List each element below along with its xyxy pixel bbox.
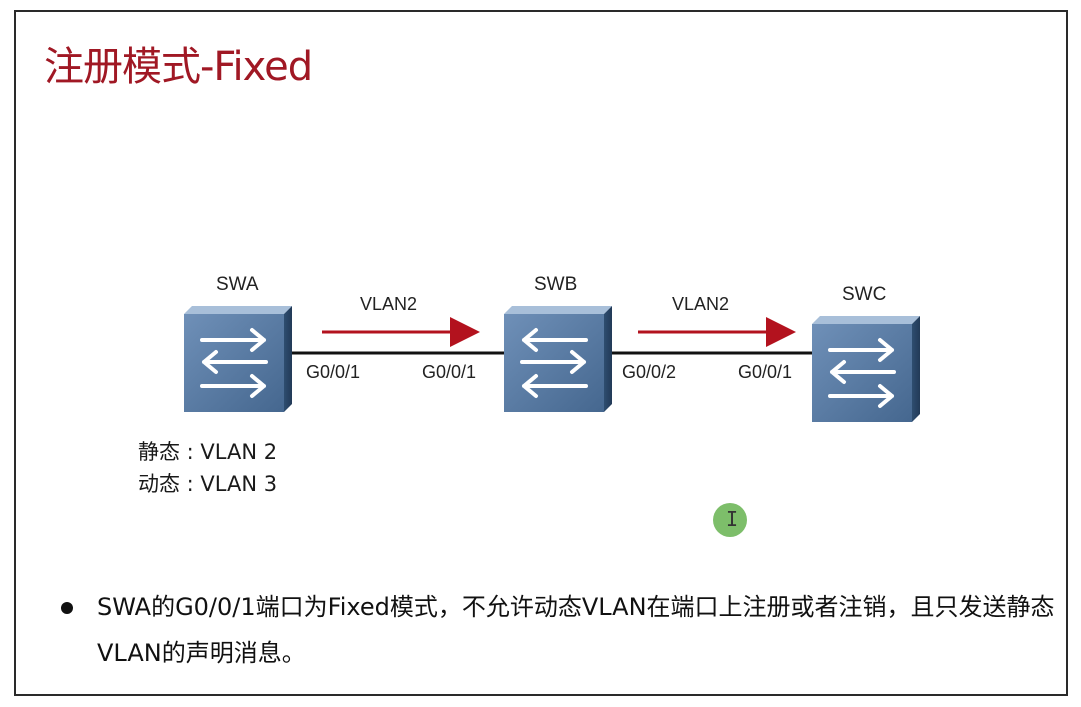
- bullet-dot-icon: [61, 602, 73, 614]
- swa-switch-icon: [184, 306, 292, 412]
- text-cursor-icon: I: [726, 507, 739, 531]
- swa-label: SWA: [216, 274, 259, 295]
- port-label-swc: G0/0/1: [738, 362, 793, 382]
- static-vlan-text: 静态 : VLAN 2: [138, 440, 278, 464]
- swb-label: SWB: [534, 274, 578, 295]
- slide: 注册模式-Fixed: [14, 10, 1068, 696]
- cursor-highlight: [713, 503, 747, 537]
- dynamic-vlan-text: 动态 : VLAN 3: [138, 472, 278, 496]
- vlan-label-bc: VLAN2: [672, 294, 730, 314]
- swb-switch-icon: [504, 306, 612, 412]
- vlan-label-ab: VLAN2: [360, 294, 418, 314]
- port-label-swa: G0/0/1: [306, 362, 361, 382]
- bullet-text: SWA的G0/0/1端口为Fixed模式，不允许动态VLAN在端口上注册或者注销…: [97, 593, 1055, 667]
- swc-label: SWC: [842, 284, 887, 305]
- slide-title: 注册模式-Fixed: [44, 44, 313, 90]
- swc-switch-icon: [812, 316, 920, 422]
- swa-vlan-info: 静态 : VLAN 2 动态 : VLAN 3: [138, 436, 277, 500]
- port-label-swb-right: G0/0/2: [622, 362, 677, 382]
- port-label-swb-left: G0/0/1: [422, 362, 477, 382]
- topology-diagram: [184, 306, 920, 422]
